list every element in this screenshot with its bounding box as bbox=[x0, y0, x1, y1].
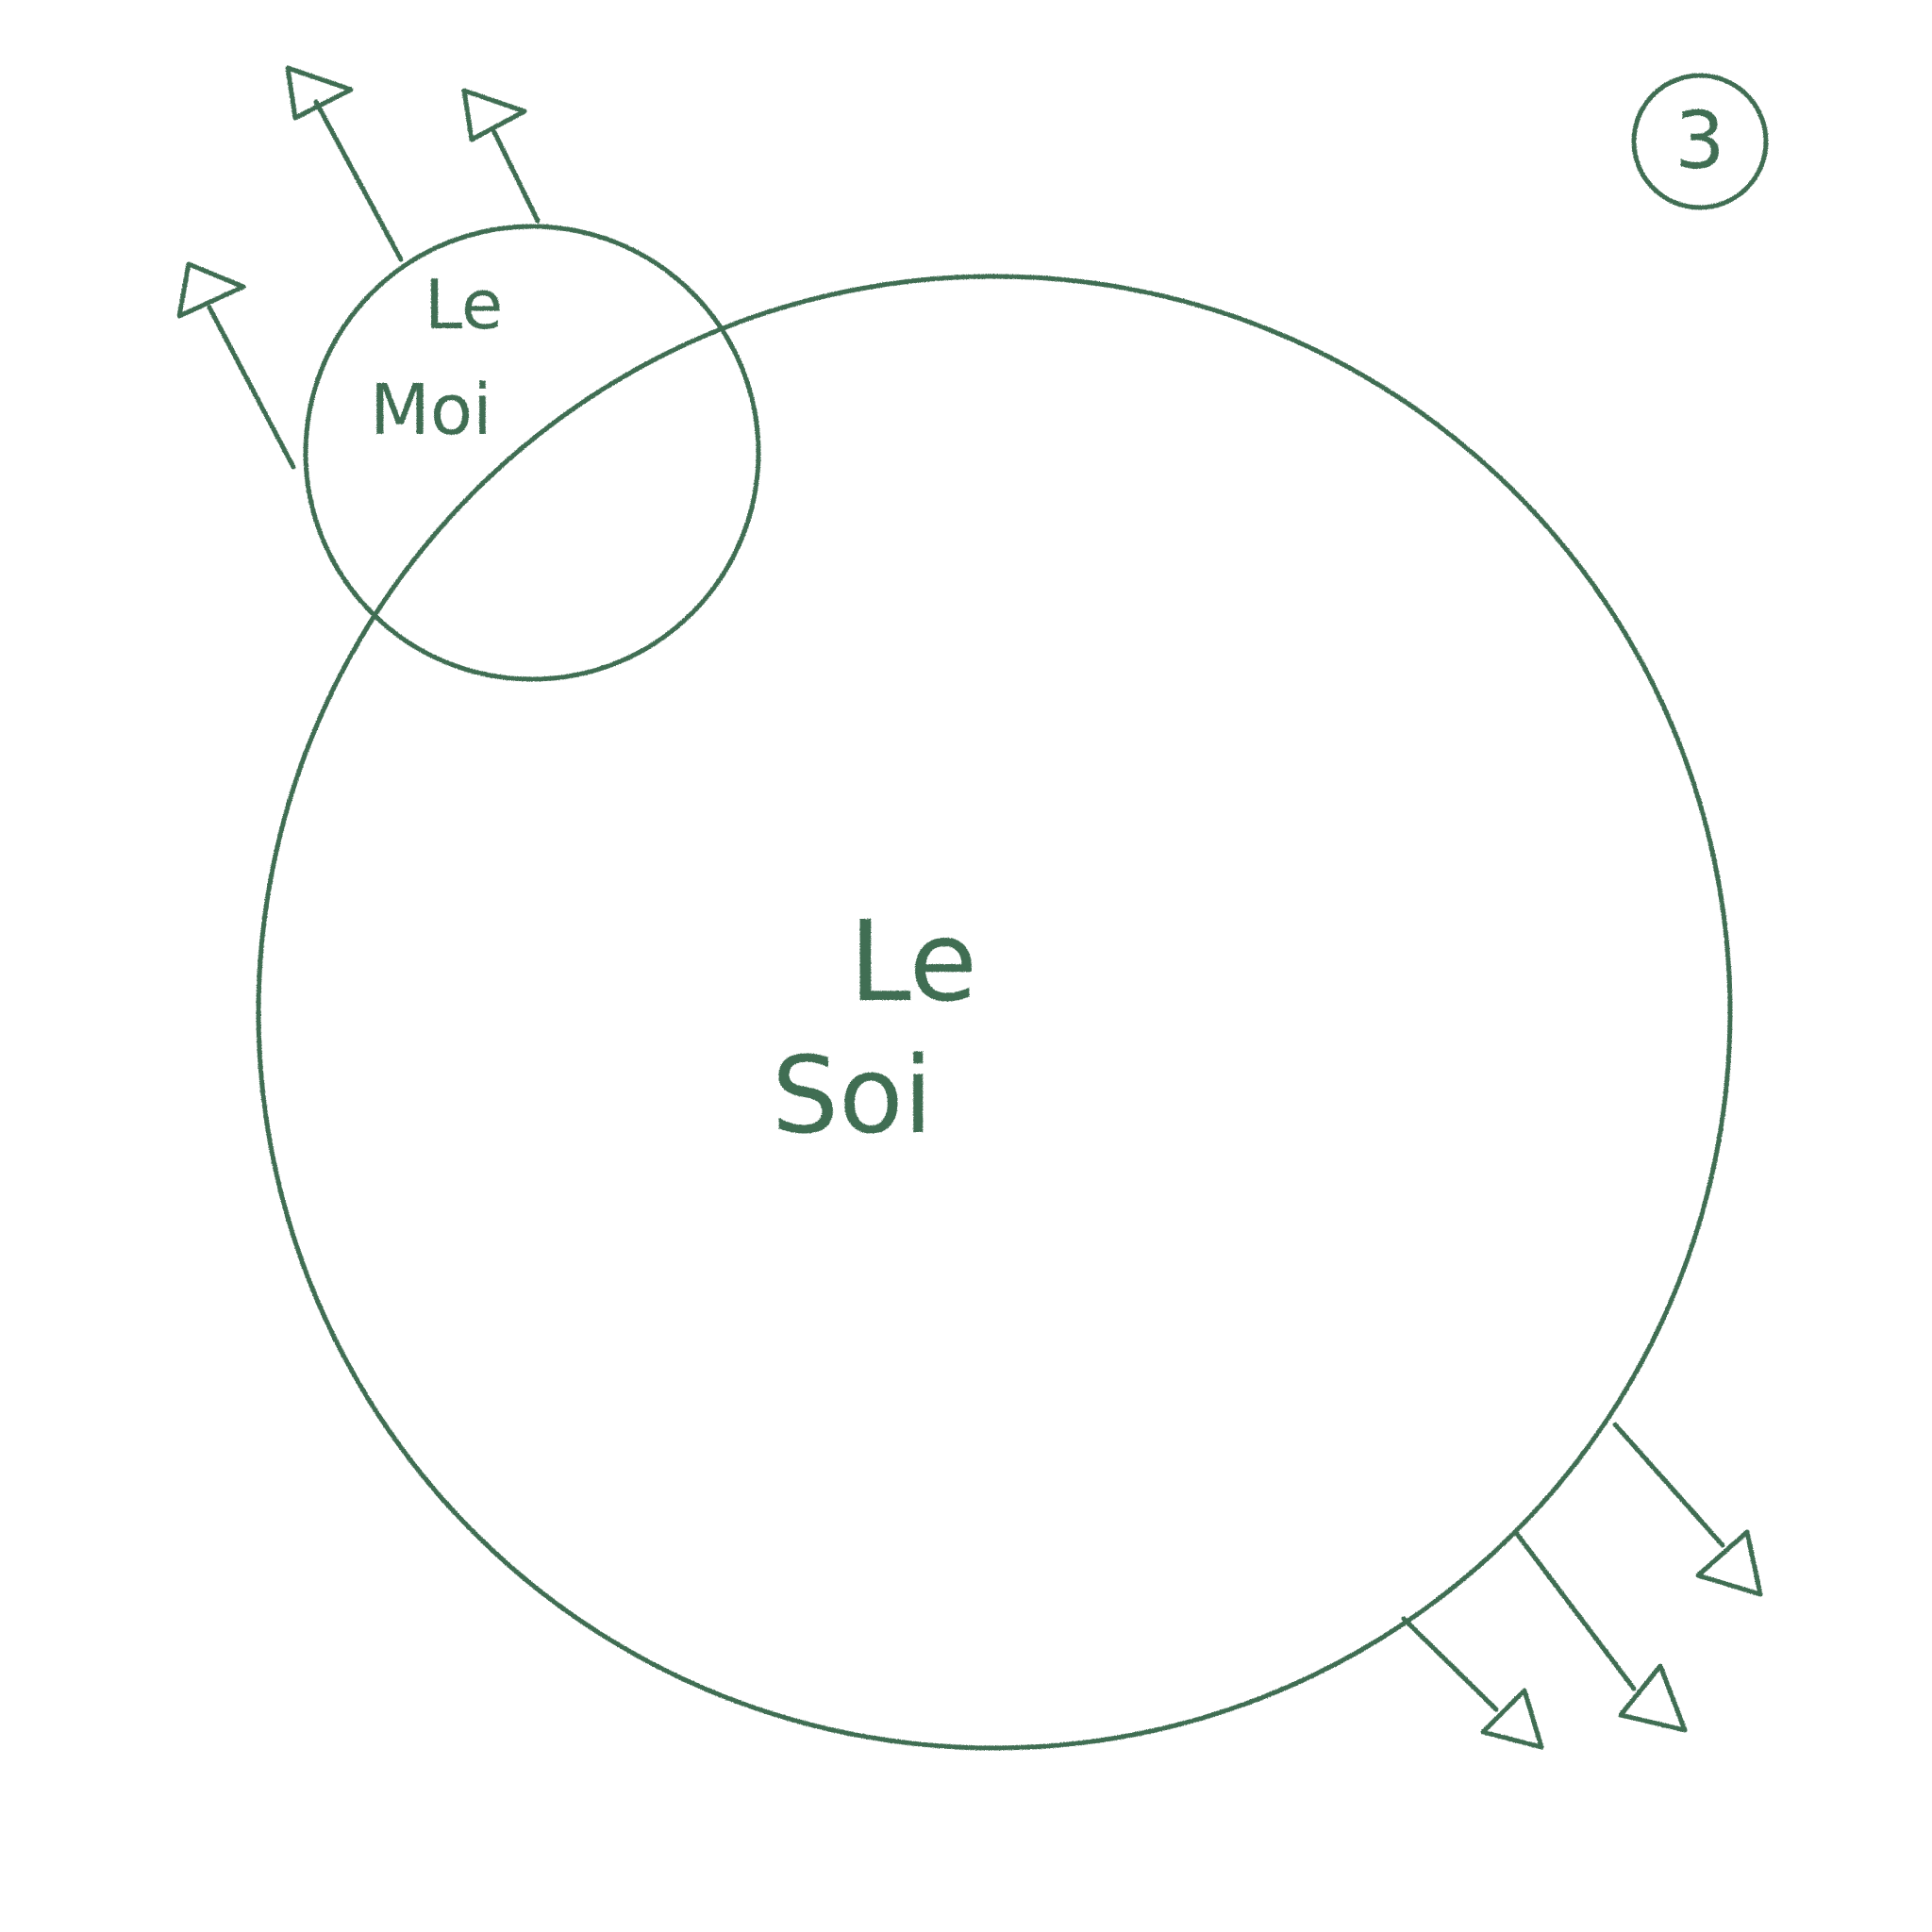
arrow-soi-3 bbox=[1612, 1422, 1763, 1597]
arrow-moi-2 bbox=[285, 65, 404, 262]
label-soi-line2: Soi bbox=[772, 1035, 933, 1158]
arrow-head bbox=[176, 261, 246, 319]
arrow-head bbox=[1618, 1663, 1688, 1733]
arrow-head bbox=[1480, 1688, 1544, 1750]
small-circle-moi bbox=[303, 224, 761, 682]
large-circle-soi bbox=[256, 274, 1733, 1751]
small-circle-arrows bbox=[176, 65, 541, 470]
arrow-moi-3 bbox=[461, 88, 541, 224]
arrow-moi-1 bbox=[176, 261, 296, 470]
label-moi-line2: Moi bbox=[370, 370, 492, 451]
large-circle-arrows bbox=[1401, 1422, 1763, 1750]
label-moi-line1: Le bbox=[425, 265, 503, 344]
figure-number-circle bbox=[1631, 73, 1769, 210]
arrow-soi-1 bbox=[1401, 1616, 1544, 1750]
arrow-head bbox=[285, 65, 354, 121]
figure-number: 3 bbox=[1674, 94, 1724, 187]
arrow-soi-2 bbox=[1514, 1531, 1688, 1733]
arrow-head bbox=[461, 88, 527, 142]
label-soi-line1: Le bbox=[849, 896, 977, 1026]
arrow-head bbox=[1695, 1529, 1763, 1597]
